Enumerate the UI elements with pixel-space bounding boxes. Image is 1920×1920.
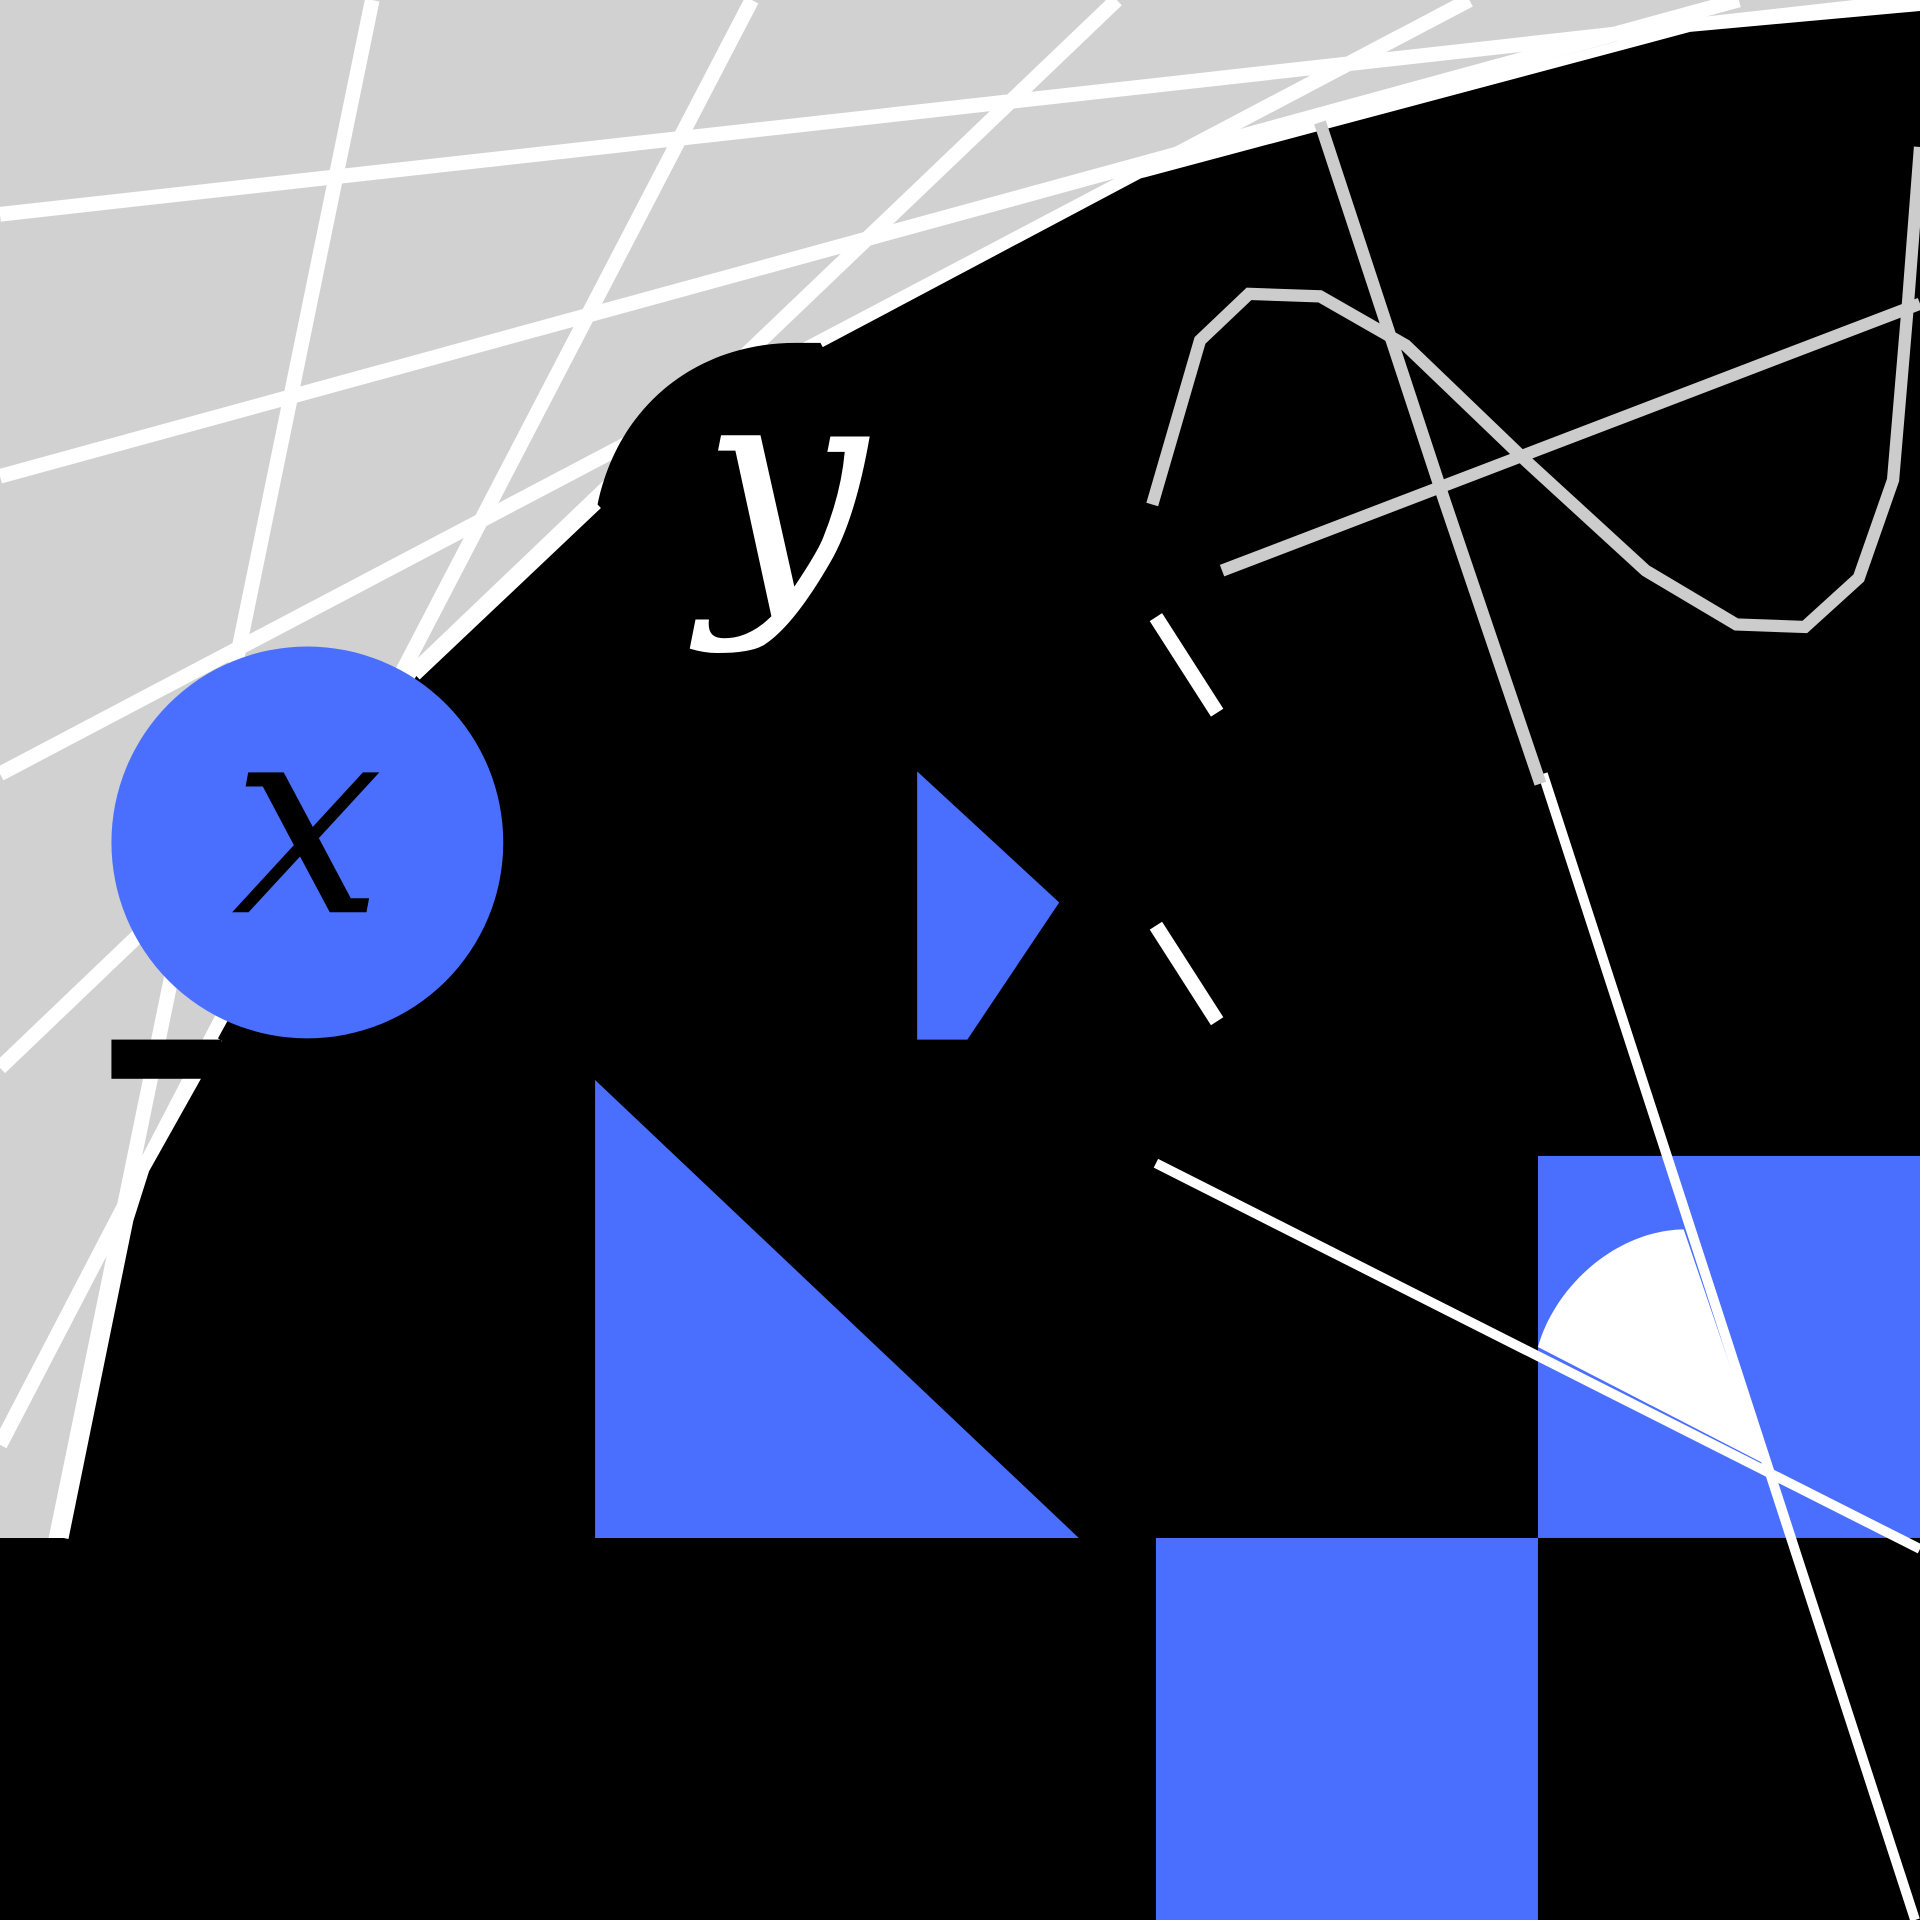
blue-triangle-small xyxy=(917,771,1060,1040)
white-dashes xyxy=(1149,613,1224,1026)
x-node-circle xyxy=(111,646,504,1039)
x-node: x xyxy=(111,646,504,1039)
white-wedge xyxy=(1537,1229,1764,1464)
y-symbol: y xyxy=(687,316,871,658)
white-edge-lines xyxy=(58,1,1920,1539)
white-long-lines xyxy=(1153,772,1920,1920)
black-bar xyxy=(111,1039,222,1079)
gray-curves xyxy=(1146,120,1920,786)
x-symbol: x xyxy=(231,662,383,976)
blue-square-bottom xyxy=(1155,1537,1538,1920)
